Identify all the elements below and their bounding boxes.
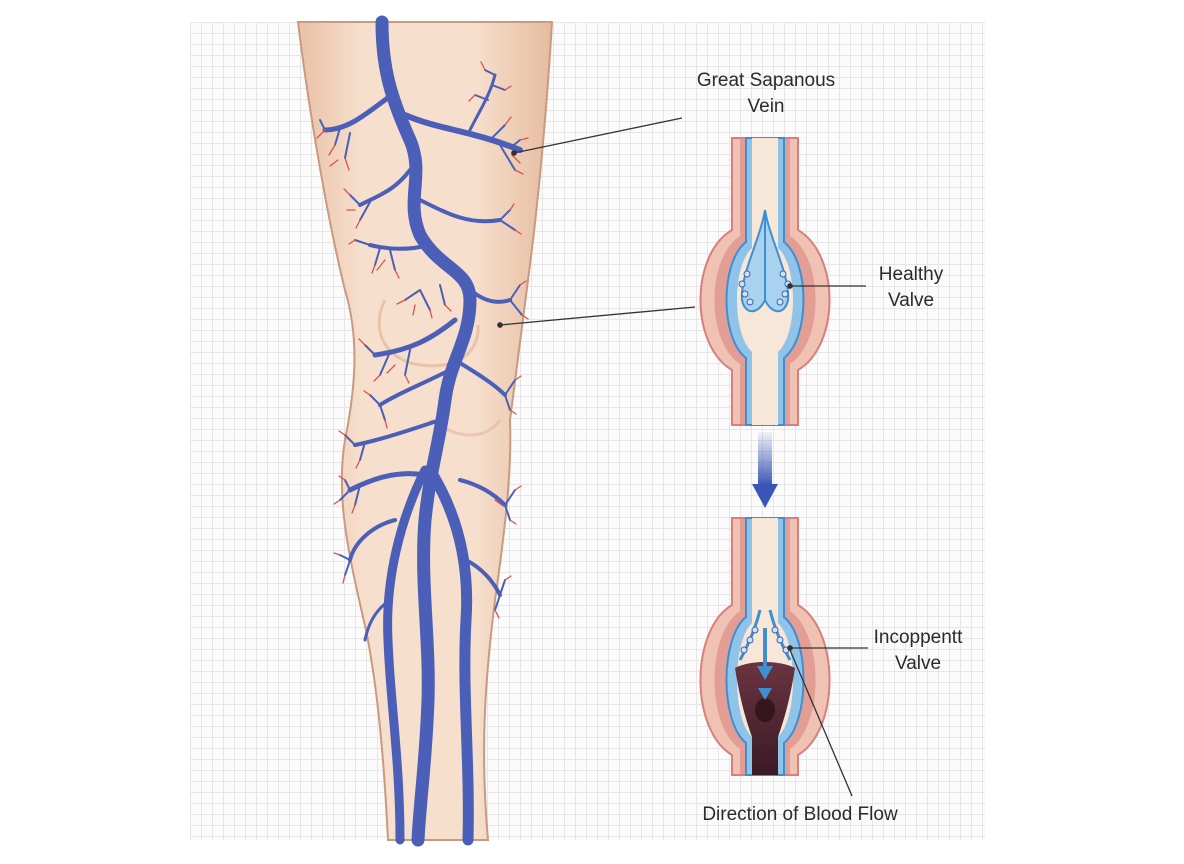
vein-branch [368,243,432,251]
healthy-vein-cross-section [699,137,831,426]
label-great-saphenous-line1: Great Sapanous [696,70,836,91]
vein-branch [464,558,502,597]
vein-branch [363,598,392,642]
label-incompetent-valve: Incoppentt Valve [858,625,978,677]
vein-twig [364,344,411,376]
vein-branch [322,92,395,133]
leader-lines [497,117,868,797]
vein-branch [353,418,442,447]
capillaries [316,61,529,619]
vein-twig [509,284,523,316]
vein-twig [474,69,506,101]
vein-twig [339,479,361,506]
vein-branch [378,368,452,407]
vein-branch [347,471,428,493]
vein-branch [418,198,502,224]
vein-twig [344,434,366,461]
vein-branch [453,358,507,397]
leader-great-saphenous [513,117,683,154]
incompetent-valve-cusp-dots [740,626,790,654]
label-direction-of-blood-flow: Direction of Blood Flow [702,804,898,825]
vein-branch [358,168,412,207]
vein-twig [354,239,396,271]
vein-branch [372,317,458,358]
vein-branch-lower-right [424,464,474,846]
label-great-saphenous-line2: Vein [747,96,785,117]
vein-twig [369,394,386,421]
healthy-valve-leaflet-right [764,209,790,313]
label-incompetent-line1: Incoppentt [873,627,963,648]
vein-twig [499,209,516,231]
great-saphenous-vein-main [375,15,477,847]
vein-twig [339,554,353,576]
label-healthy-valve: Healthy Valve [856,262,966,314]
vein-branch [402,112,523,153]
vein-twig [319,119,351,159]
vein-twig [489,124,521,171]
leader-leg-vein [499,306,696,326]
label-great-saphenous-vein: Great Sapanous Vein [676,68,856,120]
down-arrow-icon [752,432,778,508]
vein-twig [404,284,446,311]
healthy-valve-leaflet-left [740,209,766,313]
leader-direction [789,649,853,797]
vein-network [319,15,523,847]
leg [296,21,554,841]
leg-outline [296,21,554,841]
vein-twig [349,194,371,221]
blood-clot [755,698,775,722]
incompetent-vein-cross-section [699,517,831,776]
label-healthy-line2: Valve [887,290,935,311]
vein-branch [458,478,507,507]
label-incompetent-line2: Valve [894,653,942,674]
vein-branch [468,73,497,132]
vein-twig [504,379,516,411]
vein-branch [463,283,512,304]
vein-twig [504,489,516,521]
reflux-arrow-icon [757,628,773,700]
vein-twig [494,579,506,611]
knee-shading [377,299,480,368]
label-healthy-line1: Healthy [878,264,944,285]
vein-branch-lower-left [383,465,430,845]
